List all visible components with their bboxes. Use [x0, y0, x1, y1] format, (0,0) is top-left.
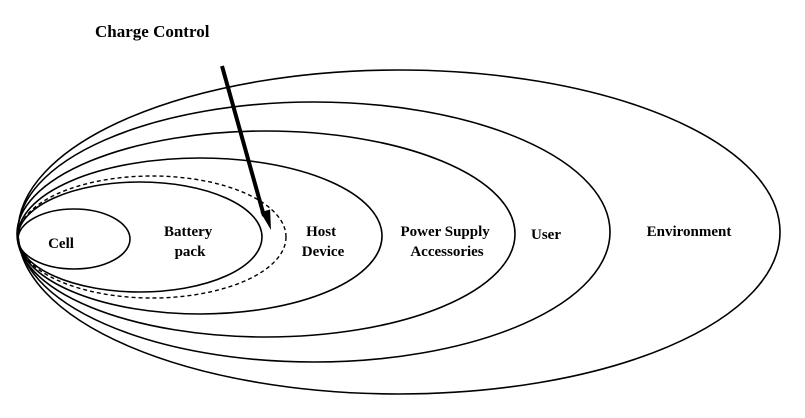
host-device-label: Host Device	[302, 224, 345, 260]
environment-label: Environment	[647, 224, 732, 240]
user-label: User	[531, 227, 561, 243]
charge-control-arrow	[220, 65, 266, 217]
cell-boundary	[17, 208, 131, 270]
cell-label: Cell	[48, 236, 74, 252]
battery-pack-label: Battery pack	[164, 224, 216, 260]
power-supply-accessories-boundary	[16, 130, 516, 338]
charge-control-arrowhead	[260, 209, 271, 230]
power-supply-accessories-label: Power Supply Accessories	[400, 224, 493, 260]
charge-control-title: Charge Control	[95, 22, 210, 41]
